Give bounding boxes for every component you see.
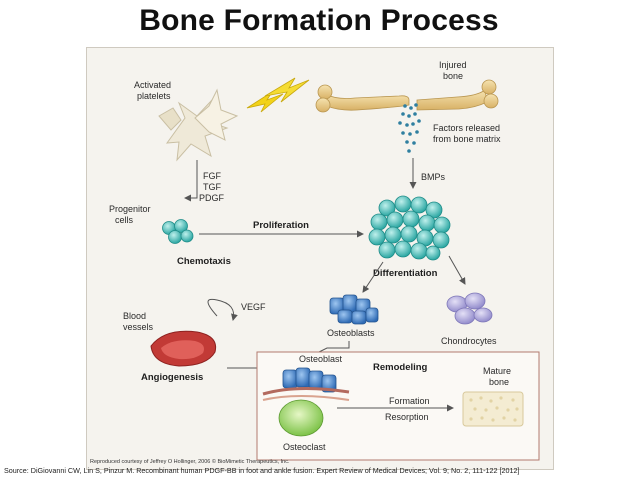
- label-blood-vessels-2: vessels: [123, 322, 154, 332]
- arrow-to-osteoblasts: [362, 261, 384, 293]
- bone-surface-line-2: [262, 395, 350, 401]
- blood-vessel-icon: [150, 330, 217, 367]
- label-osteoclast: Osteoclast: [283, 442, 326, 452]
- label-differentiation: Differentiation: [373, 268, 438, 279]
- osteoblast-layer-icon: [282, 367, 337, 393]
- label-chemotaxis: Chemotaxis: [177, 256, 231, 267]
- label-chondrocytes: Chondrocytes: [441, 336, 497, 346]
- label-osteoblast: Osteoblast: [299, 354, 343, 364]
- label-activated-platelets-1: Activated: [134, 80, 171, 90]
- arrow-platelets-to-growth-factors: [184, 160, 198, 202]
- source-citation: Source: DiGiovanni CW, Lin S, Pinzur M. …: [4, 466, 520, 475]
- label-progenitor-2: cells: [115, 215, 134, 225]
- osteoblasts-icon: [329, 294, 379, 325]
- label-fgf: FGF: [203, 171, 221, 181]
- label-vegf: VEGF: [241, 302, 266, 312]
- label-angiogenesis: Angiogenesis: [141, 372, 203, 383]
- label-factors-released-1: Factors released: [433, 123, 500, 133]
- image-credit: Reproduced courtesy of Jeffrey O Holling…: [90, 459, 290, 465]
- label-remodeling: Remodeling: [373, 362, 428, 373]
- label-formation: Formation: [389, 396, 430, 406]
- label-factors-released-2: from bone matrix: [433, 134, 501, 144]
- label-activated-platelets-2: platelets: [137, 91, 171, 101]
- injured-bone-icon: [315, 79, 499, 113]
- label-mature-bone-2: bone: [489, 377, 509, 387]
- label-injured-bone-2: bone: [443, 71, 463, 81]
- lightning-icon: [246, 77, 310, 113]
- label-pdgf: PDGF: [199, 193, 225, 203]
- chondrocytes-icon: [446, 292, 493, 325]
- mature-bone-icon: [462, 391, 524, 427]
- figure-panel: Activated platelets Injured bone Factors…: [86, 47, 554, 470]
- slide-title: Bone Formation Process: [139, 4, 499, 37]
- label-osteoblasts: Osteoblasts: [327, 328, 375, 338]
- label-blood-vessels-1: Blood: [123, 311, 146, 321]
- activated-platelets-icon: [158, 88, 239, 162]
- bone-surface-line: [262, 386, 350, 396]
- stem-cell-cluster-icon: [368, 195, 451, 261]
- label-bmps: BMPs: [421, 172, 446, 182]
- label-progenitor-1: Progenitor: [109, 204, 151, 214]
- released-factors-dots: [398, 103, 421, 153]
- bone-formation-diagram: Activated platelets Injured bone Factors…: [109, 60, 540, 461]
- label-injured-bone-1: Injured: [439, 60, 467, 70]
- label-proliferation: Proliferation: [253, 220, 309, 231]
- label-resorption: Resorption: [385, 412, 429, 422]
- label-mature-bone-1: Mature: [483, 366, 511, 376]
- osteoclast-icon: [278, 399, 324, 437]
- progenitor-cells-icon: [162, 219, 194, 244]
- arrow-to-chondrocytes: [448, 255, 466, 285]
- arrow-vegf-loop: [207, 298, 238, 321]
- label-tgf: TGF: [203, 182, 221, 192]
